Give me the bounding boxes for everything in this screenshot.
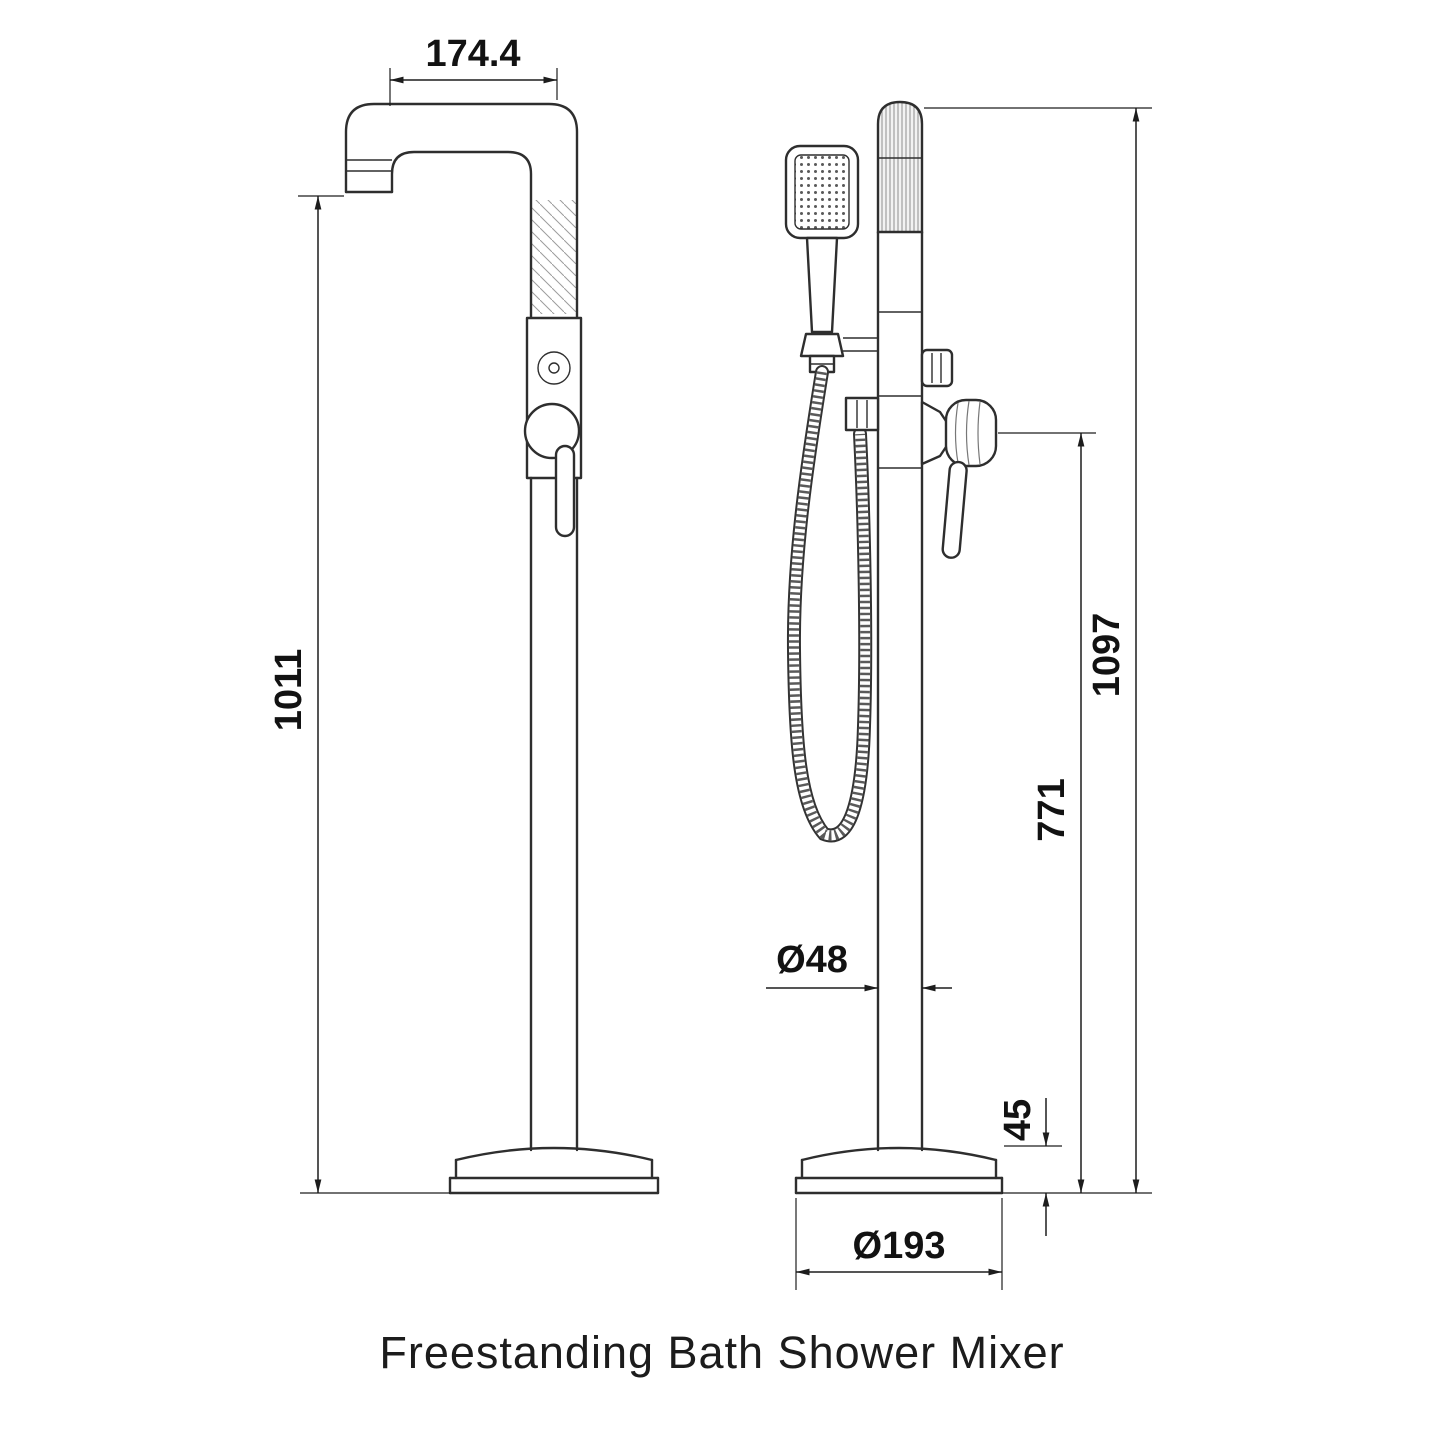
dim-valve-centre-height: 771	[998, 432, 1096, 1193]
side-view: 174.4 1011	[268, 33, 660, 1195]
side-base	[448, 1146, 660, 1195]
handshower-hose	[786, 365, 880, 843]
spout-outlet-height-label: 1011	[268, 649, 310, 731]
diverter-knob	[920, 348, 954, 388]
dim-spout-reach: 174.4	[389, 33, 558, 106]
spout	[344, 102, 579, 320]
valve-lever	[941, 460, 968, 559]
front-column	[876, 230, 924, 1152]
column-diameter-label: Ø48	[776, 939, 848, 981]
dim-base-diameter: Ø193	[795, 1198, 1003, 1290]
handshower-face	[794, 154, 850, 230]
base-plate-height-label: 45	[997, 1099, 1039, 1141]
valve-knob	[944, 398, 998, 468]
handshower-handle	[805, 236, 839, 334]
handshower	[784, 144, 878, 374]
front-base	[794, 1146, 1004, 1195]
spout-riser-texture	[531, 200, 577, 314]
spout-reach-label: 174.4	[425, 33, 520, 75]
drawing-title: Freestanding Bath Shower Mixer	[379, 1327, 1064, 1378]
front-column-riser	[876, 100, 924, 234]
side-column	[529, 476, 579, 1152]
overall-height-label: 1097	[1086, 613, 1128, 698]
side-handle-hub	[523, 402, 581, 460]
dim-column-diameter: Ø48	[766, 939, 952, 992]
side-handle-lever	[554, 444, 576, 538]
valve-cone	[920, 400, 950, 466]
hose-outlet-nut	[844, 396, 880, 432]
dim-spout-outlet-height: 1011	[268, 195, 450, 1194]
side-mixer-body	[523, 316, 583, 538]
valve-centre-height-label: 771	[1031, 778, 1073, 841]
front-view: 1097 771 Ø48 45 Ø193	[766, 100, 1152, 1290]
dim-base-plate-height: 45	[997, 1098, 1062, 1236]
dim-overall-height: 1097	[924, 107, 1152, 1194]
handshower-holder-cup	[799, 332, 845, 358]
front-mixer-valve	[920, 398, 998, 559]
base-diameter-label: Ø193	[853, 1225, 946, 1267]
side-diverter-button	[537, 351, 571, 385]
